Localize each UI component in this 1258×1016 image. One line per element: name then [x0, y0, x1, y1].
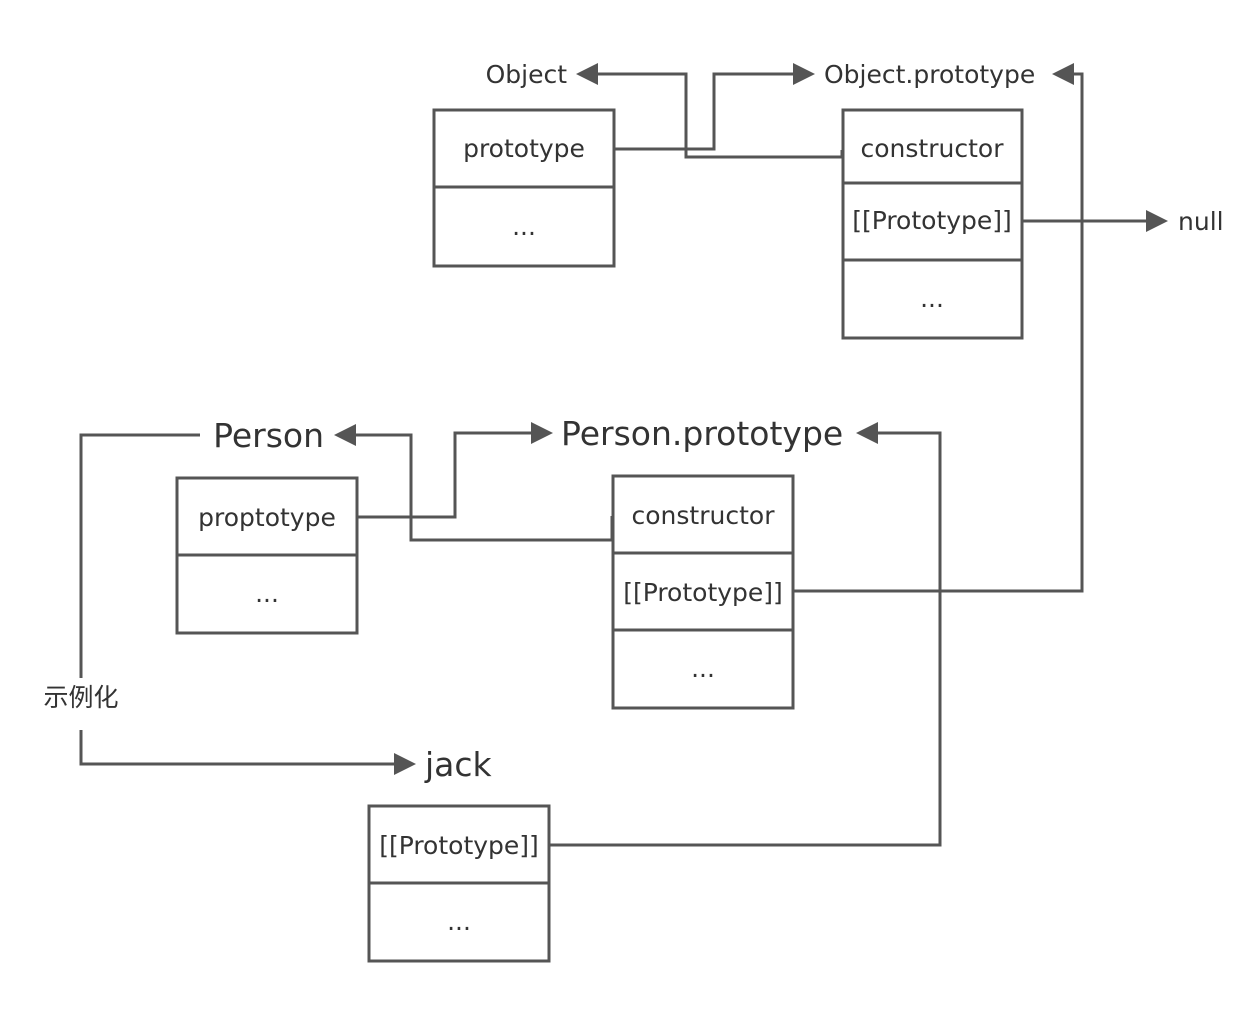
- arrowhead-object-prototype-right: [1052, 63, 1074, 85]
- arrowhead-person: [334, 424, 356, 446]
- jack-box-cell-0: [[Prototype]]: [379, 831, 539, 860]
- person-box-cell-1: ...: [255, 579, 279, 608]
- null-label: null: [1178, 207, 1224, 236]
- person-box: proptotype ...: [175, 476, 359, 635]
- person-box-cell-0: proptotype: [198, 503, 336, 532]
- object-prototype-field-connector: [614, 72, 798, 151]
- object-prototype-box-cell-2: ...: [920, 284, 944, 313]
- instantiate-upper-line: [79, 433, 200, 678]
- object-prototype-box: constructor [[Prototype]] ...: [841, 108, 1024, 340]
- person-prototype-box-cell-2: ...: [691, 654, 715, 683]
- arrowhead-person-prototype-left: [531, 422, 553, 444]
- object-prototype-box-cell-1: [[Prototype]]: [852, 206, 1012, 235]
- object-box-cell-0: prototype: [463, 134, 585, 163]
- object-label: Object: [486, 60, 568, 89]
- person-prototype-box: constructor [[Prototype]] ...: [611, 474, 795, 710]
- person-prototype-box-cell-0: constructor: [632, 501, 776, 530]
- person-prototype-field-connector: [357, 431, 536, 519]
- jack-box: [[Prototype]] ...: [367, 804, 551, 963]
- instantiate-lower-line: [79, 730, 398, 766]
- arrowhead-person-prototype-right: [856, 422, 878, 444]
- arrowhead-object: [576, 63, 598, 85]
- person-prototype-label: Person.prototype: [561, 414, 843, 453]
- jack-box-cell-1: ...: [447, 907, 471, 936]
- person-label: Person: [213, 416, 324, 455]
- arrowhead-jack: [394, 753, 416, 775]
- arrowhead-null: [1146, 210, 1168, 232]
- object-prototype-label: Object.prototype: [824, 60, 1035, 89]
- object-box-cell-1: ...: [512, 212, 536, 241]
- object-constructor-connector: [596, 72, 844, 159]
- object-prototype-box-cell-0: constructor: [861, 134, 1005, 163]
- arrowhead-object-prototype-left: [793, 63, 815, 85]
- person-prototype-box-cell-1: [[Prototype]]: [623, 578, 783, 607]
- instantiate-label: 示例化: [43, 683, 118, 712]
- jack-prototype-connector: [549, 431, 942, 847]
- person-prototype-to-object-prototype-connector: [793, 72, 1084, 593]
- jack-label: jack: [424, 745, 493, 784]
- object-box: prototype ...: [432, 108, 616, 268]
